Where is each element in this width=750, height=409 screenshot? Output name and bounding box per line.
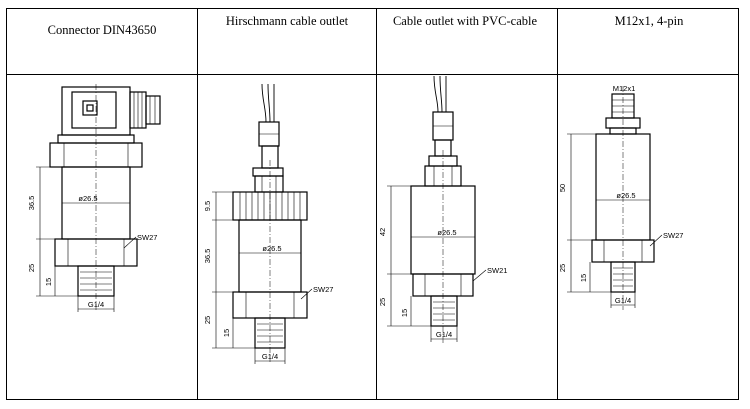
pvc-sw21-label: SW21 bbox=[487, 266, 507, 275]
table-border bbox=[6, 8, 739, 400]
m12-label: M12x1 bbox=[613, 84, 636, 93]
din-diameter-label: ø26.5 bbox=[78, 194, 97, 203]
din-connector-window bbox=[82, 100, 98, 116]
m12-dim-50: 50 bbox=[558, 184, 567, 192]
table-grid bbox=[6, 8, 739, 400]
din-cable-nut bbox=[145, 95, 161, 125]
din-connector-face bbox=[71, 91, 117, 129]
din-dim-25: 25 bbox=[27, 264, 36, 272]
hir-dim-15: 15 bbox=[222, 329, 231, 337]
din-sw27-label: SW27 bbox=[137, 233, 157, 242]
hir-gland-nut bbox=[254, 175, 284, 193]
drawing-m12: M12x1 ø26.5 SW27 G1/4 50 25 15 bbox=[558, 84, 683, 310]
din-thread bbox=[77, 265, 115, 297]
din-dim-36-5: 36.5 bbox=[27, 196, 36, 211]
pvc-dim-42: 42 bbox=[378, 228, 387, 236]
hir-thread-label: G1/4 bbox=[262, 352, 278, 361]
drawing-hirschmann: ø26.5 SW27 G1/4 9.5 36.5 25 15 bbox=[203, 83, 333, 364]
header-hirschmann: Hirschmann cable outlet bbox=[226, 14, 349, 28]
m12-dim-25: 25 bbox=[558, 264, 567, 272]
pvc-diameter-label: ø26.5 bbox=[437, 228, 456, 237]
m12-sw27-label: SW27 bbox=[663, 231, 683, 240]
hir-dim-25: 25 bbox=[203, 316, 212, 324]
drawing-pvc-cable: ø26.5 SW21 G1/4 42 25 15 bbox=[378, 75, 507, 344]
header-pvc-cable: Cable outlet with PVC-cable bbox=[393, 14, 538, 28]
hir-dim-36-5: 36.5 bbox=[203, 249, 212, 264]
hir-sw27-label: SW27 bbox=[313, 285, 333, 294]
din-dim-15: 15 bbox=[44, 278, 53, 286]
din-connector-pin bbox=[86, 104, 94, 112]
din-thread-label: G1/4 bbox=[88, 300, 104, 309]
m12-dim-15: 15 bbox=[579, 274, 588, 282]
m12-thread-label: G1/4 bbox=[615, 296, 631, 305]
pvc-dim-25: 25 bbox=[378, 298, 387, 306]
hir-dim-9-5: 9.5 bbox=[203, 201, 212, 211]
pvc-dim-15: 15 bbox=[400, 309, 409, 317]
hir-gland-top bbox=[252, 167, 284, 177]
header-m12: M12x1, 4-pin bbox=[615, 14, 685, 28]
drawing-din43650: ø26.5 SW27 G1/4 36.5 25 15 bbox=[27, 84, 161, 312]
m12-diameter-label: ø26.5 bbox=[616, 191, 635, 200]
pvc-thread bbox=[430, 295, 458, 327]
pvc-thread-label: G1/4 bbox=[436, 330, 452, 339]
hir-diameter-label: ø26.5 bbox=[262, 244, 281, 253]
header-din43650: Connector DIN43650 bbox=[48, 23, 157, 37]
